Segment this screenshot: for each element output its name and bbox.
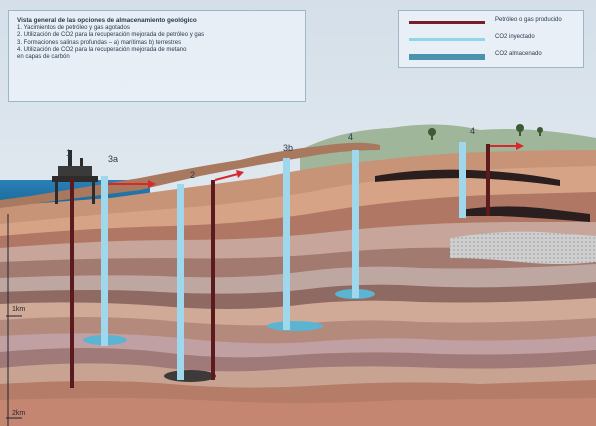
legend-label: CO2 inyectado <box>495 34 535 40</box>
panel-title: Vista general de las opciones de almacen… <box>17 17 197 24</box>
depth-label-2km: 2km <box>12 410 26 417</box>
panel-item: en capas de carbón <box>17 54 70 61</box>
well-label-1b: 4 <box>348 132 354 142</box>
well-2-injection <box>177 184 184 380</box>
panel-item: 2. Utilización de CO2 para la recuperaci… <box>17 32 205 39</box>
panel-item: 1. Yacimientos de petróleo y gas agotado… <box>17 25 130 32</box>
legend: Petróleo o gas producido CO2 inyectado C… <box>398 10 584 68</box>
info-panel: Vista general de las opciones de almacen… <box>8 10 306 102</box>
well-1b <box>352 150 359 298</box>
well-label-2: 2 <box>190 170 196 180</box>
legend-row-co2-stored: CO2 almacenado <box>399 49 583 65</box>
co2-stored-swatch <box>409 54 485 60</box>
legend-row-oil: Petróleo o gas producido <box>399 15 583 31</box>
coal-seams <box>375 169 590 222</box>
well-label-1: 1 <box>66 148 72 158</box>
well-label-3b: 3b <box>283 143 294 153</box>
gravel-layer <box>450 231 596 264</box>
trees <box>428 124 543 140</box>
well-3b <box>283 158 290 330</box>
well-label-4: 4 <box>470 126 476 136</box>
well-3a <box>101 176 108 346</box>
well-4-production <box>486 144 490 216</box>
well-2-production <box>211 180 215 380</box>
legend-label: Petróleo o gas producido <box>495 17 562 23</box>
legend-label: CO2 almacenado <box>495 51 542 57</box>
legend-row-co2-injected: CO2 inyectado <box>399 32 583 48</box>
panel-item: 4. Utilización de CO2 para la recuperaci… <box>17 46 187 53</box>
platform <box>52 150 98 204</box>
co2-injected-swatch <box>409 38 485 41</box>
well-1 <box>70 178 74 388</box>
wells <box>70 142 490 388</box>
oil-swatch <box>409 21 485 24</box>
well-4-injection <box>459 142 466 218</box>
strata <box>0 150 596 426</box>
panel-item: 3. Formaciones salinas profundas – a) ma… <box>17 39 182 46</box>
well-label-3a: 3a <box>108 154 119 164</box>
depth-label-1km: 1km <box>12 306 26 313</box>
surface-arrows <box>108 142 524 188</box>
